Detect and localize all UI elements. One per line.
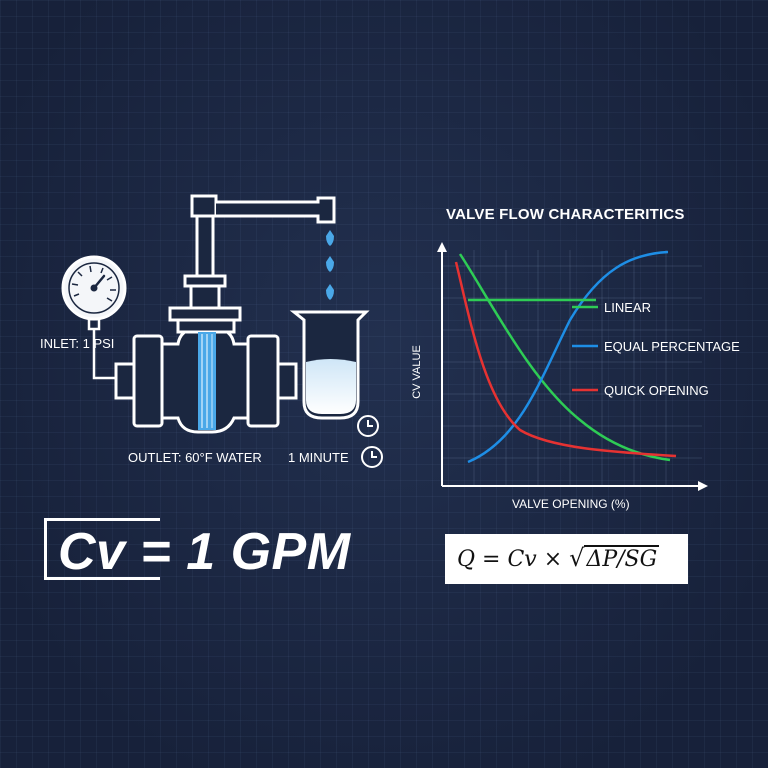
valve-handle: [168, 194, 336, 322]
time-label: 1 MINUTE: [288, 450, 349, 465]
flow-formula-box: Q = Cv × √ΔP/SG: [445, 534, 688, 584]
inlet-label: INLET: 1 PSI: [40, 336, 115, 351]
cv-definition: Cv = 1 GPM: [58, 523, 351, 581]
legend-label-quick-opening: QUICK OPENING: [604, 383, 709, 398]
flow-formula: Q = Cv × √ΔP/SG: [457, 544, 660, 572]
clock-icon-2: [361, 446, 383, 468]
y-axis-label: CV VALUE: [411, 345, 423, 399]
legend-label-linear: LINEAR: [604, 300, 651, 315]
outlet-label: OUTLET: 60°F WATER: [128, 450, 262, 465]
legend-label-equal-percentage: EQUAL PERCENTAGE: [604, 339, 740, 354]
beaker-icon: [289, 310, 370, 420]
flow-formula-radicand: ΔP/SG: [584, 545, 660, 572]
chart-grid: [442, 250, 702, 486]
series-line-quick-opening: [454, 261, 677, 458]
chart-axes: [437, 242, 708, 491]
water-stream: [198, 332, 216, 430]
pressure-gauge-icon: [61, 255, 127, 331]
series-line-linear: [458, 253, 671, 462]
series-line-equal-percentage: [467, 250, 669, 464]
clock-icon: [357, 415, 379, 437]
sqrt-icon: √: [569, 544, 585, 572]
flow-formula-prefix: Q = Cv ×: [457, 547, 570, 572]
gauge-pipe: [92, 329, 116, 380]
x-axis-label: VALVE OPENING (%): [512, 497, 630, 511]
cv-definition-bracket: [44, 518, 160, 580]
chart-title: VALVE FLOW CHARACTERITICS: [446, 206, 685, 223]
